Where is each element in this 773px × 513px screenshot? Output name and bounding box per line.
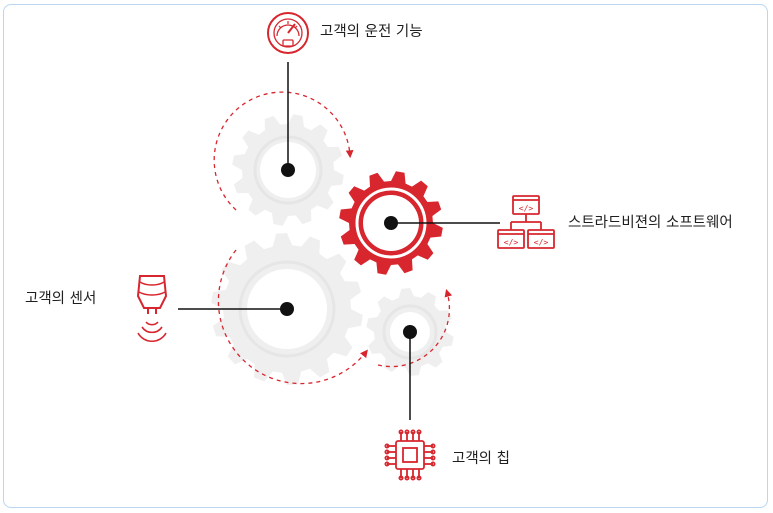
gear-small-dot: [403, 325, 417, 339]
chip-pin-end-1: [398, 475, 404, 481]
gear-top-dot: [281, 163, 295, 177]
label-chip: 고객의 칩: [452, 451, 510, 467]
code-network-icon: </> </> </>: [497, 195, 555, 249]
chip-pin-end-7: [416, 475, 422, 481]
chip-pin-end-4: [410, 429, 416, 435]
chip-pin-end-12: [384, 455, 390, 461]
microchip-icon: [384, 429, 436, 481]
label-software: 스트라드비젼의 소프트웨어: [568, 215, 733, 231]
diagram-frame: [3, 4, 768, 508]
svg-text:</>: </>: [504, 238, 519, 247]
chip-pin-end-9: [430, 443, 436, 449]
chip-pin-end-3: [404, 475, 410, 481]
gear-big-dot: [280, 302, 294, 316]
chip-pin-end-15: [430, 461, 436, 467]
chip-pin-end-11: [430, 449, 436, 455]
chip-pin-end-0: [398, 429, 404, 435]
chip-pin-end-13: [430, 455, 436, 461]
label-driving: 고객의 운전 기능: [320, 24, 423, 40]
chip-pin-end-5: [410, 475, 416, 481]
gear-red-dot: [384, 216, 398, 230]
dashed-arrow-small: [377, 289, 453, 368]
chip-pin-end-6: [416, 429, 422, 435]
dashed-arrow-top: [213, 91, 354, 211]
label-sensor: 고객의 센서: [25, 291, 97, 307]
radar-sensor-icon: [136, 275, 168, 342]
svg-text:</>: </>: [519, 204, 534, 213]
svg-text:</>: </>: [534, 238, 549, 247]
chip-pin-end-8: [384, 443, 390, 449]
speedometer-icon: [267, 12, 309, 54]
dashed-arrow-big: [217, 249, 368, 385]
chip-pin-end-2: [404, 429, 410, 435]
chip-pin-end-10: [384, 449, 390, 455]
chip-pin-end-14: [384, 461, 390, 467]
